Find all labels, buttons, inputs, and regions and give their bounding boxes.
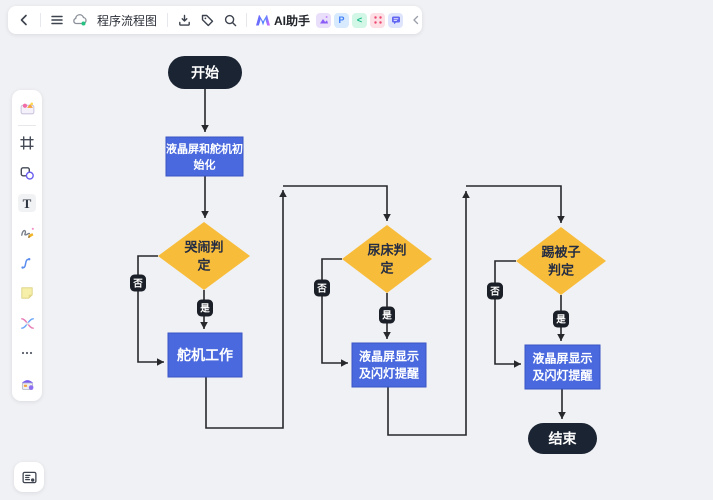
arrowhead (462, 191, 470, 198)
p-plugin-icon[interactable]: P (334, 12, 350, 28)
edge-label-text: 否 (316, 284, 327, 295)
sidebar-divider (18, 125, 36, 126)
edge-label-text: 是 (381, 310, 392, 322)
arrowhead (279, 190, 287, 197)
edge-join-to-kick[interactable] (466, 185, 562, 223)
edge-label-text: 是 (199, 303, 210, 315)
toolbar-divider (167, 13, 169, 27)
toolbar-divider (40, 13, 41, 27)
edge-join-to-pee[interactable] (283, 185, 388, 221)
arrowhead (557, 334, 565, 341)
node-label-kick: 踢被子判定 (541, 245, 580, 278)
node-pee[interactable] (342, 225, 432, 293)
pen-icon[interactable] (18, 224, 36, 242)
shapes-icon[interactable] (18, 164, 36, 182)
document-title[interactable]: 程序流程图 (97, 13, 158, 28)
node-label-start: 开始 (191, 64, 219, 80)
edge-label-badge[interactable] (487, 282, 503, 300)
edge-kick-no-lcd2[interactable] (494, 260, 521, 365)
edge-label-badge[interactable] (553, 310, 569, 328)
edge-lcd1-up-join[interactable] (387, 191, 467, 436)
node-label-init: 液晶屏和舵机初始化 (166, 141, 243, 171)
arrowhead (557, 216, 565, 223)
node-lcd1[interactable] (351, 342, 427, 388)
edge-cry-no-servo[interactable] (137, 255, 164, 363)
edge-label-badge[interactable] (314, 279, 330, 297)
edge-label-badge[interactable] (130, 274, 146, 292)
arrowhead (558, 412, 566, 419)
chat-plugin-icon[interactable] (388, 12, 404, 28)
more-icon[interactable] (18, 344, 36, 362)
arrowhead (157, 358, 164, 366)
search-icon[interactable] (220, 9, 240, 31)
node-label-servo: 舵机工作 (177, 347, 233, 363)
node-label-pee: 尿床判定 (367, 243, 406, 276)
arrowhead (201, 211, 209, 218)
ai-logo-icon (256, 14, 271, 26)
edge-label-badge[interactable] (197, 299, 213, 317)
ai-assistant-button[interactable]: AI助手 (256, 12, 310, 29)
toolbox-icon[interactable] (18, 374, 36, 392)
board-panel-icon (21, 471, 37, 483)
board-panel-button[interactable] (14, 462, 44, 492)
arrowhead (341, 359, 348, 367)
edge-label-text: 否 (132, 279, 143, 290)
text-icon[interactable]: T (18, 194, 36, 212)
node-servo[interactable] (167, 332, 243, 378)
tool-sidebar: T (12, 90, 42, 401)
arrowhead (514, 360, 521, 368)
edge-servo-up-join[interactable] (205, 190, 284, 429)
node-lcd2[interactable] (524, 344, 601, 390)
download-icon[interactable] (174, 9, 194, 31)
node-label-lcd1: 液晶屏显示及闪灯提醒 (359, 349, 419, 381)
merge-lines-icon[interactable] (18, 314, 36, 332)
node-end[interactable] (528, 423, 597, 454)
edge-pee-no-lcd1[interactable] (321, 258, 348, 364)
top-toolbar: 程序流程图 AI助手 P < (8, 6, 422, 34)
edge-label-text: 否 (489, 287, 500, 298)
text-tool-glyph: T (22, 195, 32, 211)
cloud-sync-icon (70, 9, 90, 31)
edge-label-text: 是 (555, 314, 566, 326)
image-plugin-icon[interactable] (316, 12, 332, 28)
arrowhead (201, 125, 209, 132)
node-cry[interactable] (158, 222, 250, 290)
arrowhead (383, 214, 391, 221)
gallery-icon[interactable] (18, 99, 36, 117)
arrowhead (200, 322, 208, 329)
toolbar-divider (246, 13, 248, 27)
node-start[interactable] (168, 56, 242, 89)
node-kick[interactable] (516, 227, 606, 295)
bracket-plugin-icon[interactable]: < (352, 12, 368, 28)
node-init[interactable] (165, 136, 244, 177)
ai-assistant-label: AI助手 (274, 13, 311, 28)
collapse-chevron-icon[interactable] (406, 9, 426, 31)
menu-icon[interactable] (47, 9, 67, 31)
frame-icon[interactable] (18, 134, 36, 152)
node-label-cry: 哭闹判定 (183, 240, 223, 273)
nodes-plugin-icon[interactable] (370, 12, 386, 28)
curve-connector-icon[interactable] (18, 254, 36, 272)
back-chevron-icon[interactable] (14, 9, 34, 31)
node-label-lcd2: 液晶屏显示及闪灯提醒 (532, 351, 592, 383)
edge-label-badge[interactable] (379, 306, 395, 324)
arrowhead (383, 332, 391, 339)
sticky-note-icon[interactable] (18, 284, 36, 302)
tag-icon[interactable] (197, 9, 217, 31)
node-label-end: 结束 (549, 430, 578, 446)
